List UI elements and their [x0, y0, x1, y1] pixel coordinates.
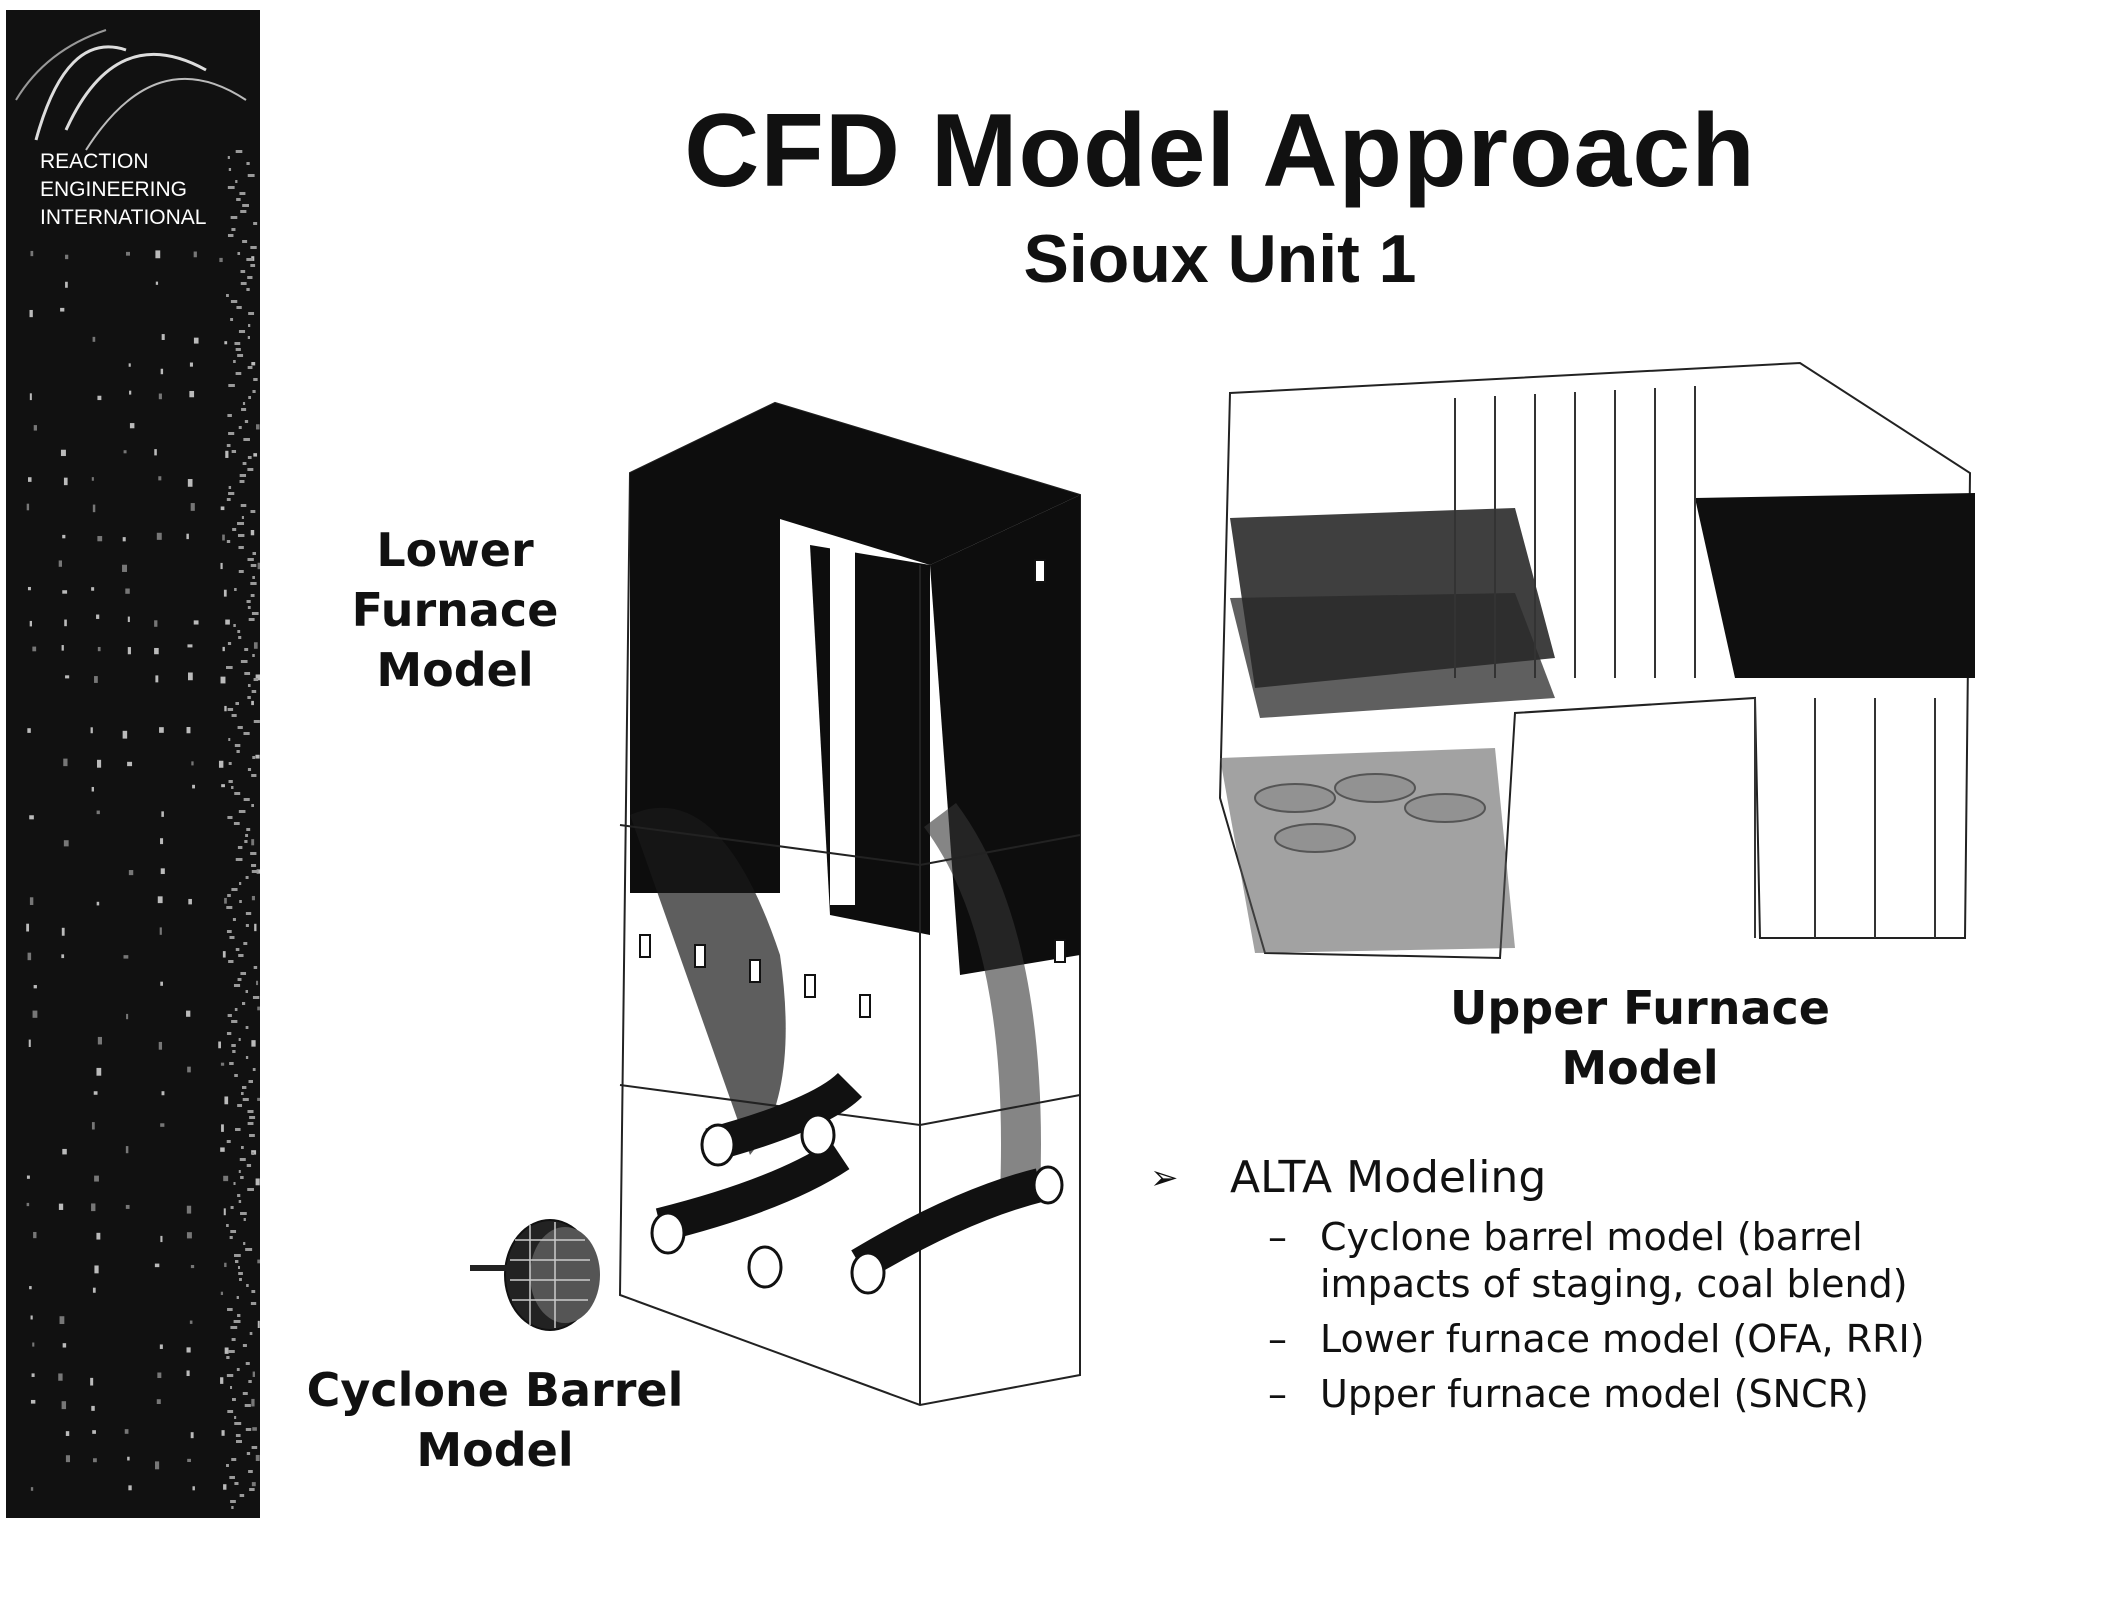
logo-sidebar: REACTION ENGINEERING INTERNATIONAL	[6, 10, 260, 1518]
sub-bullet-text: Lower furnace model (OFA, RRI)	[1320, 1317, 1925, 1361]
logo-line-1: REACTION	[40, 150, 149, 173]
lower-furnace-model-image	[618, 401, 1081, 1407]
upper-furnace-label: Upper Furnace Model	[1450, 978, 1830, 1098]
sub-bullet-text: Upper furnace model (SNCR)	[1320, 1372, 1869, 1416]
cyclone-barrel-label-line-1: Cyclone Barrel	[306, 1363, 684, 1417]
logo-line-2: ENGINEERING	[40, 178, 188, 201]
cyclone-barrel-model-image	[470, 1219, 600, 1331]
slide-subtitle: Sioux Unit 1	[1023, 221, 1417, 297]
upper-furnace-label-line-1: Upper Furnace	[1450, 981, 1830, 1035]
cyclone-barrel-label: Cyclone Barrel Model	[295, 1360, 695, 1480]
sub-bullet-item: – Lower furnace model (OFA, RRI)	[1150, 1316, 2110, 1363]
lower-furnace-label: Lower Furnace Model	[265, 520, 645, 700]
upper-furnace-model-image	[1218, 361, 1975, 960]
cyclone-barrel-label-line-2: Model	[416, 1423, 574, 1477]
dash-bullet-icon: –	[1268, 1317, 1287, 1361]
slide-title: CFD Model Approach	[684, 93, 1756, 209]
dash-bullet-icon: –	[1268, 1215, 1287, 1259]
arrow-bullet-icon: ➢	[1150, 1158, 1179, 1198]
sub-bullet-item: – Cyclone barrel model (barrel impacts o…	[1150, 1214, 2110, 1308]
sub-bullet-item: – Upper furnace model (SNCR)	[1150, 1371, 2110, 1418]
logo-line-3: INTERNATIONAL	[40, 206, 207, 229]
sub-bullet-text: impacts of staging, coal blend)	[1320, 1262, 1908, 1306]
bullet-main-item: ➢ ALTA Modeling	[1150, 1150, 2110, 1206]
bullet-main-text: ALTA Modeling	[1230, 1152, 1547, 1203]
sub-bullet-text: Cyclone barrel model (barrel	[1320, 1215, 1863, 1259]
dash-bullet-icon: –	[1268, 1372, 1287, 1416]
bullet-list: ➢ ALTA Modeling – Cyclone barrel model (…	[1150, 1150, 2110, 1418]
upper-furnace-label-line-2: Model	[1561, 1041, 1719, 1095]
lower-furnace-label-line-2: Model	[376, 643, 534, 697]
logo-arc-icon	[15, 29, 247, 151]
dot-pattern-decoration	[26, 150, 260, 1509]
lower-furnace-label-line-1: Lower Furnace	[351, 523, 559, 637]
